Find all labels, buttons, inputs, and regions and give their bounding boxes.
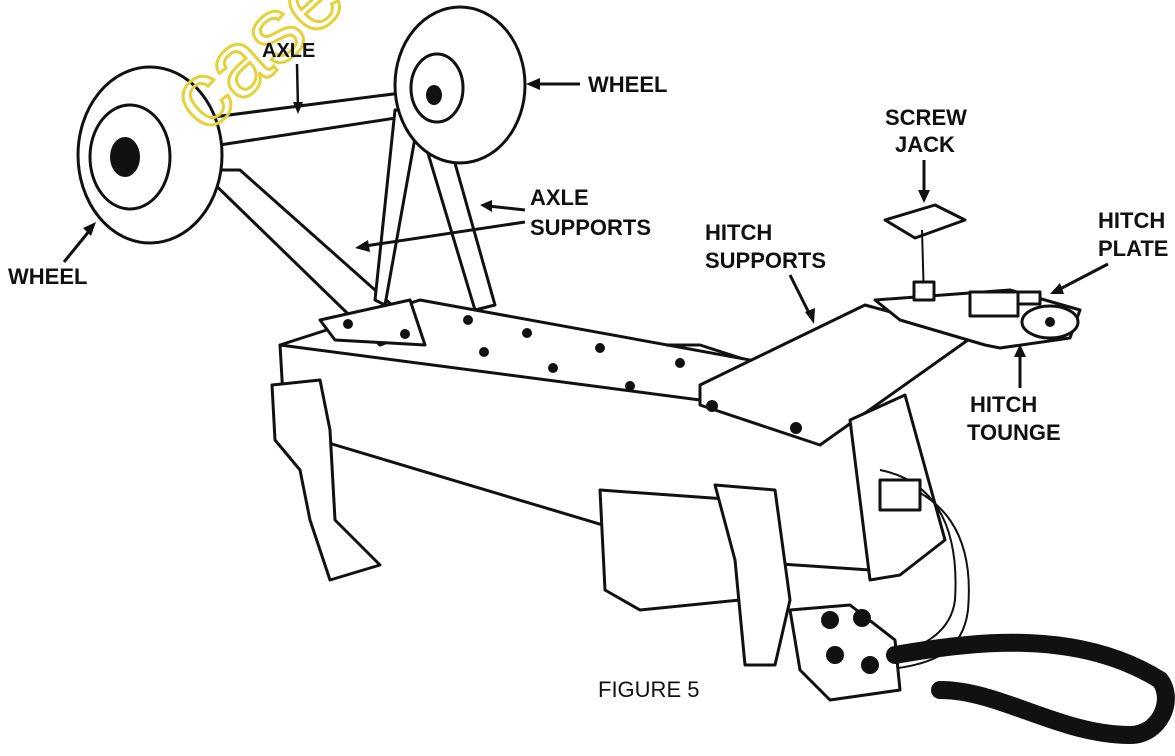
tongue-hole xyxy=(1045,317,1055,327)
hitch-tounge-arrowhead xyxy=(1014,344,1026,357)
bolt xyxy=(790,422,802,434)
hitch-tongue xyxy=(873,288,1082,350)
bolt xyxy=(675,358,685,368)
label-hitch-supports-2: SUPPORTS xyxy=(705,248,826,273)
axle-arrow xyxy=(295,63,300,109)
bolt xyxy=(479,347,489,357)
left-bracket xyxy=(270,378,382,582)
label-axle: AXLE xyxy=(262,40,315,62)
bolt xyxy=(522,328,532,338)
wheel-left xyxy=(76,65,224,245)
axle-assembly xyxy=(188,86,497,347)
hitch-pin xyxy=(1016,290,1042,306)
axle-supports-arrow-2 xyxy=(364,220,526,248)
beam-bolts xyxy=(343,315,685,391)
hitch-plate xyxy=(968,290,1020,318)
label-hitch-supports-1: HITCH xyxy=(705,220,772,245)
valve-port xyxy=(826,646,844,664)
screw-jack-arrowhead xyxy=(918,190,930,203)
label-hitch-tounge-1: HITCH xyxy=(970,392,1037,417)
valve-port xyxy=(853,609,871,627)
hitch-support-plate xyxy=(698,303,977,447)
jack-pad xyxy=(883,203,967,240)
hitch-support-top xyxy=(698,303,977,447)
hitch-plate-arrow xyxy=(1057,262,1109,292)
label-hitch-plate-1: HITCH xyxy=(1098,208,1165,233)
bolt xyxy=(625,381,635,391)
screw-jack xyxy=(883,203,967,302)
axle-supports-arrow-1 xyxy=(487,204,526,212)
axle-support-foot xyxy=(318,298,427,347)
valve-port xyxy=(861,656,879,674)
bolt xyxy=(463,315,473,325)
label-screw-jack-2: JACK xyxy=(895,132,955,157)
label-screw-jack-1: SCREW xyxy=(885,105,967,130)
bolt xyxy=(400,329,410,339)
right-bracket xyxy=(713,483,792,667)
hitch-supports-arrowhead xyxy=(805,308,815,324)
label-wheel-left: WHEEL xyxy=(8,264,87,289)
label-wheel-right: WHEEL xyxy=(588,72,667,97)
hitch-supports-arrow xyxy=(788,274,812,316)
wheel-right-hub xyxy=(426,85,442,105)
jack-nut xyxy=(912,280,936,302)
bolt xyxy=(548,363,558,373)
label-hitch-tounge-2: TOUNGE xyxy=(967,420,1061,445)
label-hitch-plate-2: PLATE xyxy=(1098,236,1168,261)
hose-fitting xyxy=(878,478,922,512)
wheel-right-arrowhead xyxy=(526,78,540,90)
wheel-left-arrow xyxy=(62,229,92,263)
hitch-plate-arrowhead xyxy=(1050,283,1064,294)
bolt xyxy=(595,343,605,353)
hydraulic-valve xyxy=(788,469,1175,745)
valve-body xyxy=(788,603,902,702)
label-axle-supports-2: SUPPORTS xyxy=(530,215,651,240)
axle-arrowhead xyxy=(293,102,303,114)
bolt xyxy=(343,319,353,329)
wheel-left-arrowhead xyxy=(83,222,96,236)
wheel-left-hub xyxy=(110,137,140,177)
figure-caption: FIGURE 5 xyxy=(598,677,699,702)
wheel-right xyxy=(393,5,527,165)
hose-black xyxy=(886,633,1175,745)
label-axle-supports-1: AXLE xyxy=(530,185,589,210)
axle-supports-arrowhead-2 xyxy=(355,240,370,252)
hose-upper-2 xyxy=(884,479,970,671)
bolt xyxy=(706,400,718,412)
center-box xyxy=(598,488,742,612)
axle-supports-arrowhead-1 xyxy=(480,200,492,212)
valve-port xyxy=(821,611,839,629)
